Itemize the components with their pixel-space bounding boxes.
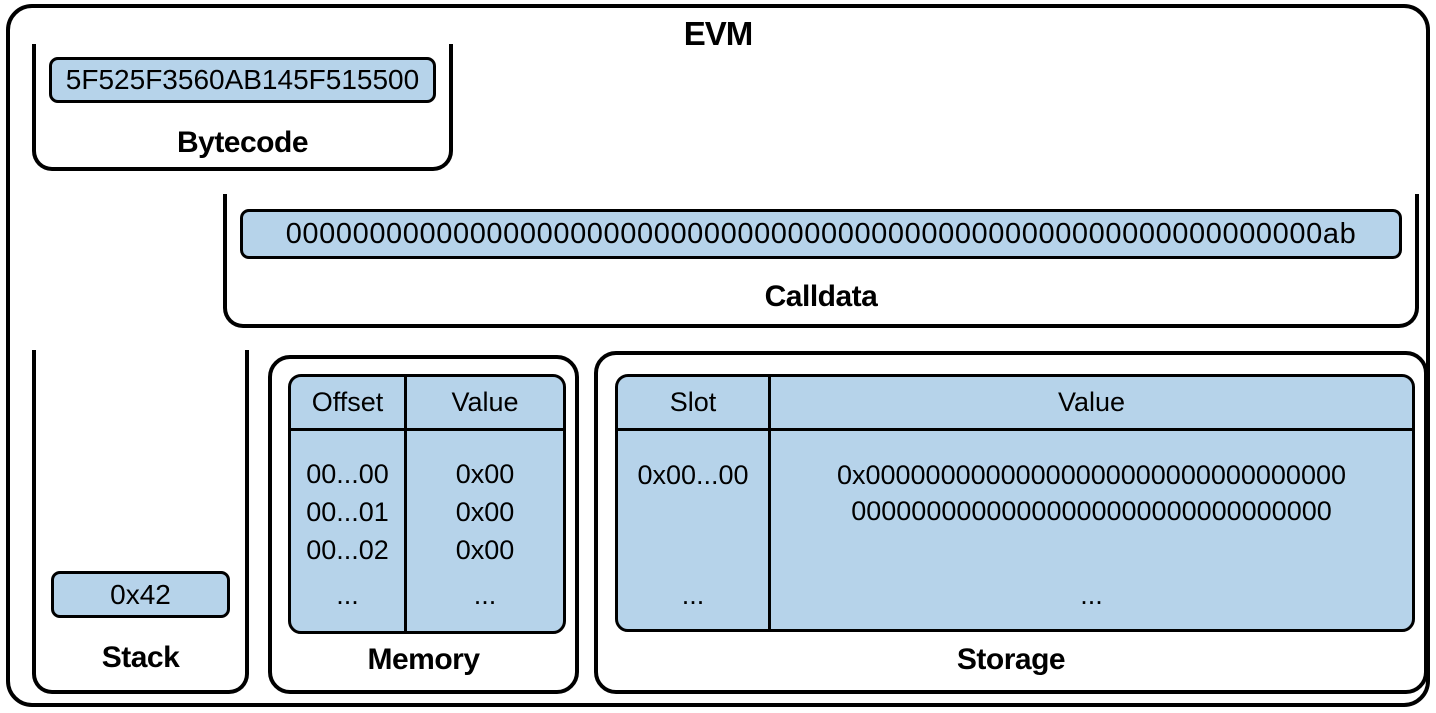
bytecode-panel: 5F525F3560AB145F515500 Bytecode (32, 44, 453, 171)
storage-slot-column: 0x00...00 ... (618, 431, 771, 629)
memory-value-cell: 0x00 (455, 497, 515, 527)
storage-value-line2: 00000000000000000000000000000000 (851, 496, 1332, 526)
memory-label: Memory (367, 643, 480, 676)
storage-header-value: Value (771, 377, 1412, 431)
storage-value-column: 0x00000000000000000000000000000000 00000… (771, 431, 1412, 629)
memory-offset-cell: 00...00 (306, 459, 389, 489)
storage-value-line1: 0x00000000000000000000000000000000 (836, 460, 1347, 490)
memory-value-cell: 0x00 (455, 459, 515, 489)
calldata-label: Calldata (764, 280, 878, 313)
storage-panel: Slot Value 0x00...00 ... 0x0000000000000… (594, 351, 1428, 694)
memory-value-column: 0x00 0x00 0x00 ... (407, 431, 563, 631)
memory-table: Offset Value 00...00 00...01 00...02 ...… (288, 374, 566, 634)
memory-offset-column: 00...00 00...01 00...02 ... (291, 431, 407, 631)
storage-slot-cell: 0x00...00 (637, 460, 749, 490)
storage-header-slot: Slot (618, 377, 771, 431)
memory-header-offset: Offset (291, 377, 407, 431)
memory-offset-ellipsis: ... (336, 580, 359, 610)
calldata-value: 0000000000000000000000000000000000000000… (285, 217, 1357, 250)
stack-item: 0x42 (51, 571, 230, 618)
storage-label: Storage (956, 643, 1066, 676)
evm-title: EVM (683, 15, 754, 52)
calldata-panel: 0000000000000000000000000000000000000000… (223, 194, 1419, 328)
storage-slot-ellipsis: ... (681, 580, 705, 610)
memory-header-value: Value (407, 377, 563, 431)
memory-value-ellipsis: ... (473, 580, 497, 610)
storage-value-ellipsis: ... (1080, 580, 1103, 610)
calldata-value-box: 0000000000000000000000000000000000000000… (240, 209, 1402, 259)
bytecode-label: Bytecode (176, 126, 309, 159)
memory-value-cell: 0x00 (455, 535, 515, 565)
memory-offset-cell: 00...01 (306, 497, 389, 527)
bytecode-value: 5F525F3560AB145F515500 (65, 64, 420, 95)
bytecode-value-box: 5F525F3560AB145F515500 (49, 57, 436, 103)
memory-offset-cell: 00...02 (306, 535, 389, 565)
stack-item-value: 0x42 (110, 578, 171, 610)
memory-panel: Offset Value 00...00 00...01 00...02 ...… (268, 355, 579, 694)
evm-container: EVM 5F525F3560AB145F515500 Bytecode 0000… (6, 4, 1430, 707)
stack-label: Stack (101, 641, 180, 674)
storage-table: Slot Value 0x00...00 ... 0x0000000000000… (615, 374, 1415, 632)
stack-panel: 0x42 Stack (32, 350, 249, 694)
